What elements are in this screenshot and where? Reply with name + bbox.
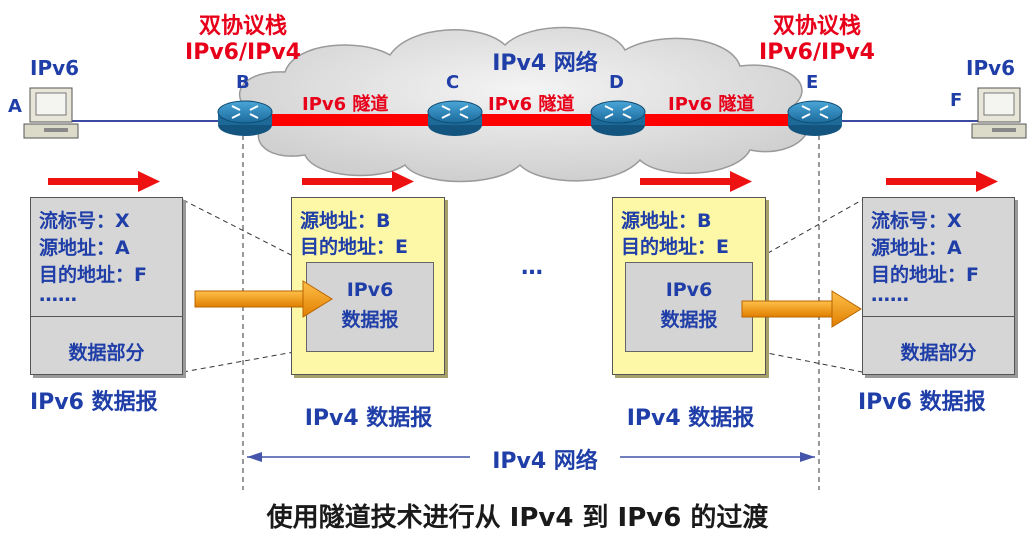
router-e-label: E [806,72,819,93]
inner-datagram-label: 数据报 [341,309,399,331]
bottom-network-label: IPv4 网络 [470,443,620,475]
decapsulate-arrow-icon [741,290,862,328]
tunnel-label-3: IPv6 隧道 [668,94,755,115]
encapsulated-ipv6: IPv6 数据报 [625,262,753,352]
tunnel-bar [240,114,815,126]
field-data: 数据部分 [68,342,145,364]
field-dst-addr: 目的地址：E [621,236,729,258]
direction-arrow-1-icon [48,171,160,192]
ipv4-datagram-right: 源地址：B 目的地址：E IPv6 数据报 [612,197,766,375]
expand-line-1 [182,199,306,263]
inner-datagram-label: 数据报 [660,309,718,331]
direction-arrow-3-icon [640,171,752,192]
field-src-addr: 源地址：B [621,210,712,232]
cloud-network-label: IPv4 网络 [492,51,598,76]
inner-ipv6-label: IPv6 [346,279,394,301]
dual-stack-proto-left: IPv6/IPv4 [185,40,301,65]
ipv4-caption-right: IPv4 数据报 [626,406,755,431]
router-b-icon [217,100,273,136]
ipv6-caption-left: IPv6 数据报 [30,390,158,415]
host-a-label: A [8,96,22,117]
expand-line-3 [751,199,863,263]
field-dst-addr: 目的地址：E [300,236,408,258]
encapsulate-arrow-icon [194,280,333,318]
field-src-addr: 源地址：A [871,237,962,259]
ipv4-caption-left: IPv4 数据报 [304,406,433,431]
tunnel-label-2: IPv6 隧道 [488,94,575,115]
ipv6-datagram-right: 流标号：X 源地址：A 目的地址：F …… 数据部分 [862,197,1015,375]
ellipsis: … [521,255,543,280]
header-divider [863,316,1014,317]
field-src-addr: 源地址：A [39,237,130,259]
router-c-label: C [446,72,460,93]
field-src-addr: 源地址：B [300,210,391,232]
router-d-icon [590,100,646,136]
field-dst-addr: 目的地址：F [871,264,979,286]
direction-arrow-4-icon [886,171,998,192]
ipv4-datagram-left: 源地址：B 目的地址：E IPv6 数据报 [291,197,445,375]
dual-stack-label-right: 双协议栈 [772,14,861,39]
dual-stack-label-left: 双协议栈 [198,14,287,39]
page-title: 使用隧道技术进行从 IPv4 到 IPv6 的过渡 [266,503,769,533]
ipv6-datagram-left: 流标号：X 源地址：A 目的地址：F …… 数据部分 [30,197,183,375]
host-a-proto: IPv6 [30,56,80,80]
tunnel-label-1: IPv6 隧道 [302,94,389,115]
direction-arrow-2-icon [302,171,414,192]
field-flow-label: 流标号：X [871,210,962,232]
host-a-computer-icon [23,87,79,139]
field-flow-label: 流标号：X [39,210,130,232]
header-divider [31,316,182,317]
field-data: 数据部分 [900,342,977,364]
router-e-icon [787,100,843,136]
encapsulated-ipv6: IPv6 数据报 [306,262,434,352]
router-c-icon [427,100,483,136]
expand-line-2 [182,349,306,373]
host-f-label: F [950,90,963,111]
expand-line-4 [751,349,863,373]
router-d-label: D [609,72,624,93]
inner-ipv6-label: IPv6 [665,279,713,301]
field-dst-addr: 目的地址：F [39,264,147,286]
ipv6-caption-right: IPv6 数据报 [858,390,986,415]
field-more: …… [39,284,77,306]
host-f-proto: IPv6 [966,56,1016,80]
dual-stack-proto-right: IPv6/IPv4 [759,40,875,65]
field-more: …… [871,284,909,306]
host-f-computer-icon [971,87,1027,139]
router-b-label: B [236,72,250,93]
